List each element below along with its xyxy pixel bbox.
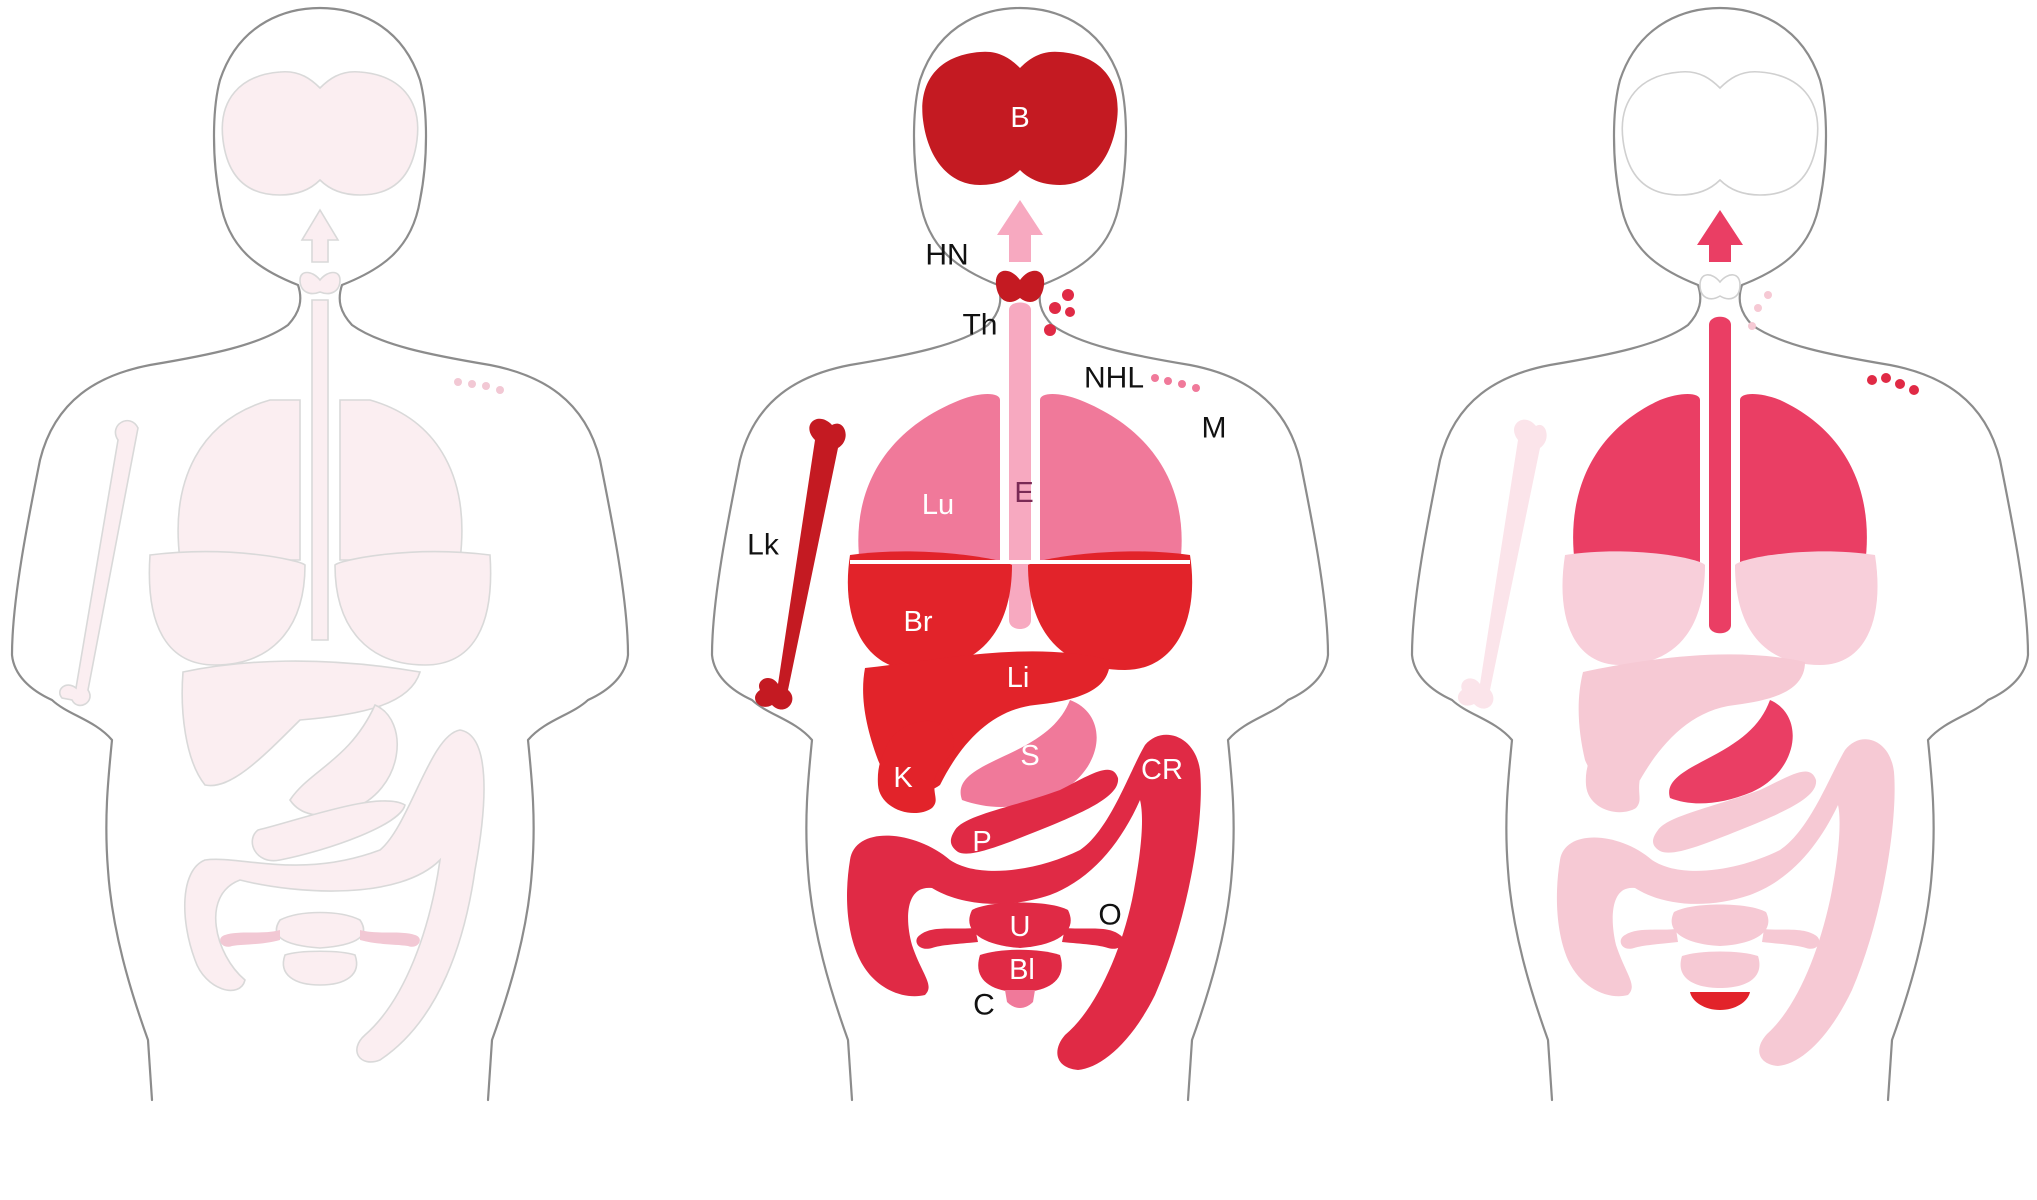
left-nhl-node xyxy=(482,382,490,390)
right-melanoma-spot xyxy=(1867,375,1877,385)
label-uterus: U xyxy=(1010,911,1031,943)
label-cervix: C xyxy=(973,989,995,1022)
left-nhl-node xyxy=(454,378,462,386)
nhl-node xyxy=(1049,302,1061,314)
label-liver: Li xyxy=(1007,662,1030,694)
right-brain xyxy=(1622,72,1817,195)
label-kidney: K xyxy=(893,762,913,794)
label-melanoma: M xyxy=(1202,412,1227,445)
left-nhl-node xyxy=(496,386,504,394)
label-stomach: S xyxy=(1020,740,1039,772)
melanoma-spot xyxy=(1192,384,1200,392)
label-breast: Br xyxy=(904,606,933,638)
right-bladder xyxy=(1681,952,1760,989)
right-melanoma-spot xyxy=(1881,373,1891,383)
melanoma-spot xyxy=(1164,377,1172,385)
esophagus-shape xyxy=(1009,303,1031,630)
right-figure xyxy=(1412,8,2028,1100)
nhl-node xyxy=(1044,324,1056,336)
right-nhl-node xyxy=(1764,291,1772,299)
left-esophagus xyxy=(312,300,328,640)
left-uterus xyxy=(276,913,363,949)
right-nhl-node xyxy=(1754,304,1762,312)
label-esophagus: E xyxy=(1014,477,1033,509)
left-figure xyxy=(12,8,628,1100)
label-lung: Lu xyxy=(922,489,954,521)
center-figure: B HN Th NHL M Lu E Lk Br Li K S CR P O U… xyxy=(712,8,1328,1100)
melanoma-spot xyxy=(1178,380,1186,388)
right-nhl-node xyxy=(1748,322,1756,330)
left-brain xyxy=(222,72,417,195)
label-ovary: O xyxy=(1098,899,1121,932)
label-brain: B xyxy=(1010,102,1029,134)
right-melanoma-spot xyxy=(1895,379,1905,389)
left-bladder xyxy=(283,951,356,985)
label-colorectal: CR xyxy=(1141,754,1183,786)
left-nhl-node xyxy=(468,380,476,388)
label-pancreas: P xyxy=(972,826,991,858)
right-melanoma-spot xyxy=(1909,385,1919,395)
label-bladder: Bl xyxy=(1009,954,1035,986)
melanoma-spot xyxy=(1151,374,1159,382)
label-nhl: NHL xyxy=(1084,362,1144,395)
label-leukemia: Lk xyxy=(747,529,780,562)
nhl-node xyxy=(1065,307,1075,317)
right-esophagus xyxy=(1709,317,1731,634)
nhl-node xyxy=(1062,289,1074,301)
label-head-neck: HN xyxy=(925,239,968,272)
label-thyroid: Th xyxy=(962,309,997,342)
